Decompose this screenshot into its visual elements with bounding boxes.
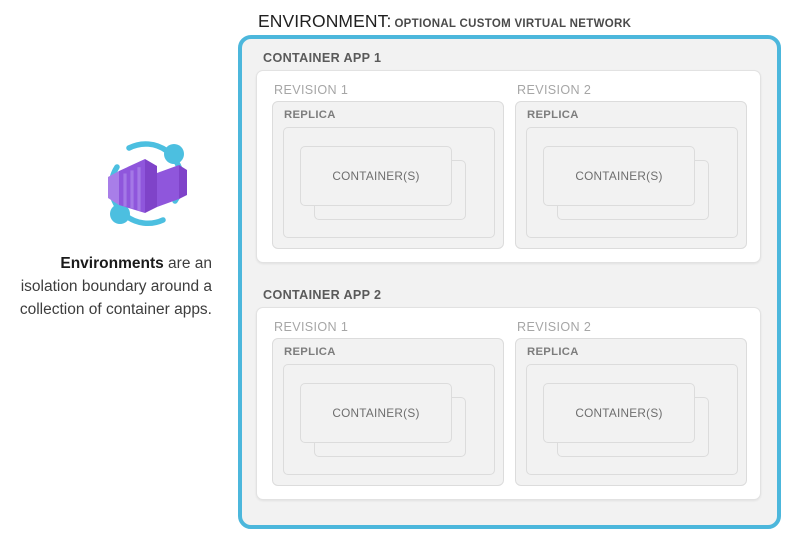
replica-inner-frame-app1-rev2: CONTAINER(S) [526,127,738,238]
container-app-label-2: CONTAINER APP 2 [263,288,382,302]
container-box-front-app1-rev2: CONTAINER(S) [543,146,695,206]
environment-title: ENVIRONMENT:OPTIONAL CUSTOM VIRTUAL NETW… [258,11,631,32]
environment-title-subtitle: OPTIONAL CUSTOM VIRTUAL NETWORK [394,18,632,30]
replica-box-app1-rev1: REPLICA CONTAINER(S) [272,101,504,249]
container-app-card-2: REVISION 1 REPLICA CONTAINER(S) [256,307,761,500]
left-info-column: Environments are an isolation boundary a… [0,0,230,550]
environment-inner-area: CONTAINER APP 1 REVISION 1 REPLICA CONTA… [242,39,777,525]
container-app-group-1: CONTAINER APP 1 REVISION 1 REPLICA CONTA… [256,51,761,263]
azure-container-apps-logo-icon [95,133,197,235]
container-app-group-2: CONTAINER APP 2 REVISION 1 REPLICA CONTA… [256,288,761,500]
revision-label-app1-rev2: REVISION 2 [517,83,592,97]
container-label-app2-rev1: CONTAINER(S) [332,406,420,420]
revision-label-app1-rev1: REVISION 1 [274,83,349,97]
environment-boundary: CONTAINER APP 1 REVISION 1 REPLICA CONTA… [238,35,781,529]
container-box-front-app2-rev2: CONTAINER(S) [543,383,695,443]
environment-title-main: ENVIRONMENT: [258,11,392,31]
replica-label-app1-rev2: REPLICA [527,109,579,121]
replica-label-app2-rev1: REPLICA [284,346,336,358]
revision-label-app2-rev2: REVISION 2 [517,320,592,334]
revision-label-app2-rev1: REVISION 1 [274,320,349,334]
container-label-app2-rev2: CONTAINER(S) [575,406,663,420]
replica-label-app1-rev1: REPLICA [284,109,336,121]
replica-box-app2-rev2: REPLICA CONTAINER(S) [515,338,747,486]
container-app-label-1: CONTAINER APP 1 [263,51,382,65]
revision-block-app1-rev1: REVISION 1 REPLICA CONTAINER(S) [272,83,504,253]
container-app-card-1: REVISION 1 REPLICA CONTAINER(S) [256,70,761,263]
container-stack-app2-rev1: CONTAINER(S) [300,383,478,461]
container-box-front-app1-rev1: CONTAINER(S) [300,146,452,206]
replica-inner-frame-app2-rev1: CONTAINER(S) [283,364,495,475]
revision-block-app2-rev2: REVISION 2 REPLICA CONTAINER(S) [515,320,747,490]
replica-inner-frame-app1-rev1: CONTAINER(S) [283,127,495,238]
caption-text: Environments are an isolation boundary a… [0,252,212,321]
caption-rest: are an isolation boundary around a colle… [19,255,212,318]
replica-box-app1-rev2: REPLICA CONTAINER(S) [515,101,747,249]
replica-box-app2-rev1: REPLICA CONTAINER(S) [272,338,504,486]
caption-lead: Environments [60,255,164,272]
container-box-front-app2-rev1: CONTAINER(S) [300,383,452,443]
container-label-app1-rev1: CONTAINER(S) [332,169,420,183]
container-stack-app1-rev1: CONTAINER(S) [300,146,478,224]
replica-inner-frame-app2-rev2: CONTAINER(S) [526,364,738,475]
replica-label-app2-rev2: REPLICA [527,346,579,358]
container-label-app1-rev2: CONTAINER(S) [575,169,663,183]
revision-block-app1-rev2: REVISION 2 REPLICA CONTAINER(S) [515,83,747,253]
revision-block-app2-rev1: REVISION 1 REPLICA CONTAINER(S) [272,320,504,490]
container-stack-app1-rev2: CONTAINER(S) [543,146,721,224]
container-stack-app2-rev2: CONTAINER(S) [543,383,721,461]
